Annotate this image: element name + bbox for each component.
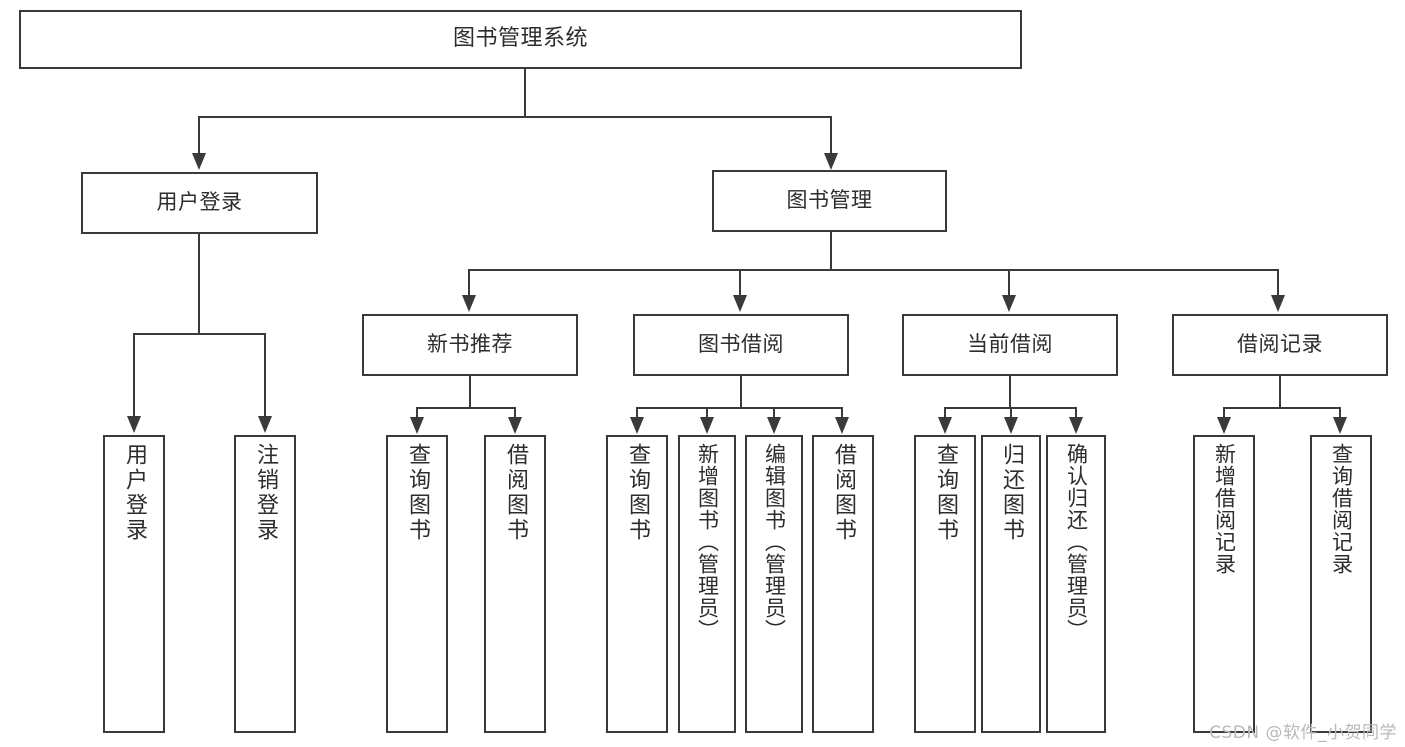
arrow-leaf-borrow-record-2	[1333, 417, 1347, 434]
arrow-leaf-current-borrow-2	[1004, 417, 1018, 434]
arrow-leaf-user-login-1	[127, 416, 141, 433]
leaf-new-book-borrow[interactable]: 借阅图书	[484, 435, 546, 733]
leaf-current-borrow-query[interactable]: 查询图书	[914, 435, 976, 733]
arrow-current-borrow	[1002, 295, 1016, 312]
arrow-book-borrow	[733, 295, 747, 312]
edge-drop-book-manage	[830, 116, 832, 156]
node-label: 归还图书	[999, 443, 1024, 543]
node-current-borrow[interactable]: 当前借阅	[902, 314, 1118, 376]
edge-new-book-stem	[469, 376, 471, 408]
leaf-book-borrow-query[interactable]: 查询图书	[606, 435, 668, 733]
leaf-borrow-record-query[interactable]: 查询借阅记录	[1310, 435, 1372, 733]
edge-current-borrow-stem	[1009, 376, 1011, 408]
arrow-leaf-book-borrow-1	[630, 417, 644, 434]
node-user-login[interactable]: 用户登录	[81, 172, 318, 234]
arrow-new-book	[462, 295, 476, 312]
edge-drop-leaf-borrow-record-2	[1339, 407, 1341, 419]
arrow-leaf-book-borrow-4	[835, 417, 849, 434]
edge-drop-leaf-book-borrow-3	[773, 407, 775, 419]
node-new-book[interactable]: 新书推荐	[362, 314, 578, 376]
edge-drop-leaf-user-login-2	[264, 333, 266, 418]
arrow-leaf-book-borrow-3	[767, 417, 781, 434]
edge-level3-bus	[468, 269, 1278, 271]
edge-drop-current-borrow	[1008, 269, 1010, 297]
node-label: 图书管理系统	[452, 26, 588, 52]
leaf-user-login-logout[interactable]: 注销登录	[234, 435, 296, 733]
edge-root-stem	[524, 69, 526, 117]
edge-drop-leaf-current-borrow-3	[1075, 407, 1077, 419]
node-label: 查询图书	[625, 443, 650, 543]
arrow-leaf-new-book-1	[410, 417, 424, 434]
arrow-book-manage	[824, 153, 838, 170]
edge-drop-leaf-new-book-1	[416, 407, 418, 419]
leaf-book-borrow-add[interactable]: 新增图书（管理员）	[678, 435, 736, 733]
node-label: 图书管理	[786, 188, 873, 213]
leaf-book-borrow-borrow[interactable]: 借阅图书	[812, 435, 874, 733]
edge-user-login-stem	[198, 234, 200, 334]
edge-drop-leaf-book-borrow-4	[841, 407, 843, 419]
edge-borrow-record-bus	[1223, 407, 1341, 409]
node-label: 用户登录	[156, 190, 243, 215]
edge-book-borrow-bus	[636, 407, 843, 409]
edge-drop-leaf-book-borrow-1	[636, 407, 638, 419]
edge-drop-borrow-record	[1277, 269, 1279, 297]
edge-drop-leaf-current-borrow-2	[1010, 407, 1012, 419]
edge-new-book-bus	[416, 407, 516, 409]
arrow-borrow-record	[1271, 295, 1285, 312]
edge-drop-leaf-book-borrow-2	[706, 407, 708, 419]
edge-book-manage-stem	[830, 232, 832, 270]
node-borrow-record[interactable]: 借阅记录	[1172, 314, 1388, 376]
leaf-borrow-record-add[interactable]: 新增借阅记录	[1193, 435, 1255, 733]
arrow-leaf-book-borrow-2	[700, 417, 714, 434]
leaf-new-book-query[interactable]: 查询图书	[386, 435, 448, 733]
node-book-manage[interactable]: 图书管理	[712, 170, 947, 232]
arrow-leaf-current-borrow-3	[1069, 417, 1083, 434]
edge-borrow-record-stem	[1279, 376, 1281, 408]
node-root-system[interactable]: 图书管理系统	[19, 10, 1022, 69]
node-label: 编辑图书（管理员）	[762, 443, 787, 641]
edge-book-borrow-stem	[740, 376, 742, 408]
node-label: 借阅图书	[831, 443, 856, 543]
leaf-book-borrow-edit[interactable]: 编辑图书（管理员）	[745, 435, 803, 733]
edge-level2-bus	[198, 116, 832, 118]
edge-user-login-bus	[133, 333, 266, 335]
node-label: 注销登录	[253, 443, 278, 543]
arrow-leaf-current-borrow-1	[938, 417, 952, 434]
leaf-user-login-login[interactable]: 用户登录	[103, 435, 165, 733]
node-label: 查询图书	[405, 443, 430, 543]
node-label: 图书借阅	[698, 332, 784, 357]
edge-drop-leaf-new-book-2	[514, 407, 516, 419]
node-label: 新增图书（管理员）	[695, 443, 720, 641]
node-label: 新增借阅记录	[1212, 443, 1237, 575]
edge-drop-user-login	[198, 116, 200, 156]
leaf-current-borrow-return[interactable]: 归还图书	[981, 435, 1041, 733]
arrow-leaf-new-book-2	[508, 417, 522, 434]
arrow-leaf-user-login-2	[258, 416, 272, 433]
edge-drop-new-book	[468, 269, 470, 297]
edge-drop-leaf-user-login-1	[133, 333, 135, 418]
node-label: 当前借阅	[967, 332, 1053, 357]
arrow-leaf-borrow-record-1	[1217, 417, 1231, 434]
node-label: 借阅图书	[503, 443, 528, 543]
edge-drop-leaf-borrow-record-1	[1223, 407, 1225, 419]
edge-drop-leaf-current-borrow-1	[944, 407, 946, 419]
node-label: 查询借阅记录	[1329, 443, 1354, 575]
node-label: 用户登录	[122, 443, 147, 543]
node-label: 借阅记录	[1237, 332, 1323, 357]
node-label: 确认归还（管理员）	[1064, 443, 1089, 641]
edge-drop-book-borrow	[739, 269, 741, 297]
node-book-borrow[interactable]: 图书借阅	[633, 314, 849, 376]
leaf-current-borrow-confirm[interactable]: 确认归还（管理员）	[1046, 435, 1106, 733]
node-label: 新书推荐	[427, 332, 513, 357]
arrow-user-login	[192, 153, 206, 170]
node-label: 查询图书	[933, 443, 958, 543]
